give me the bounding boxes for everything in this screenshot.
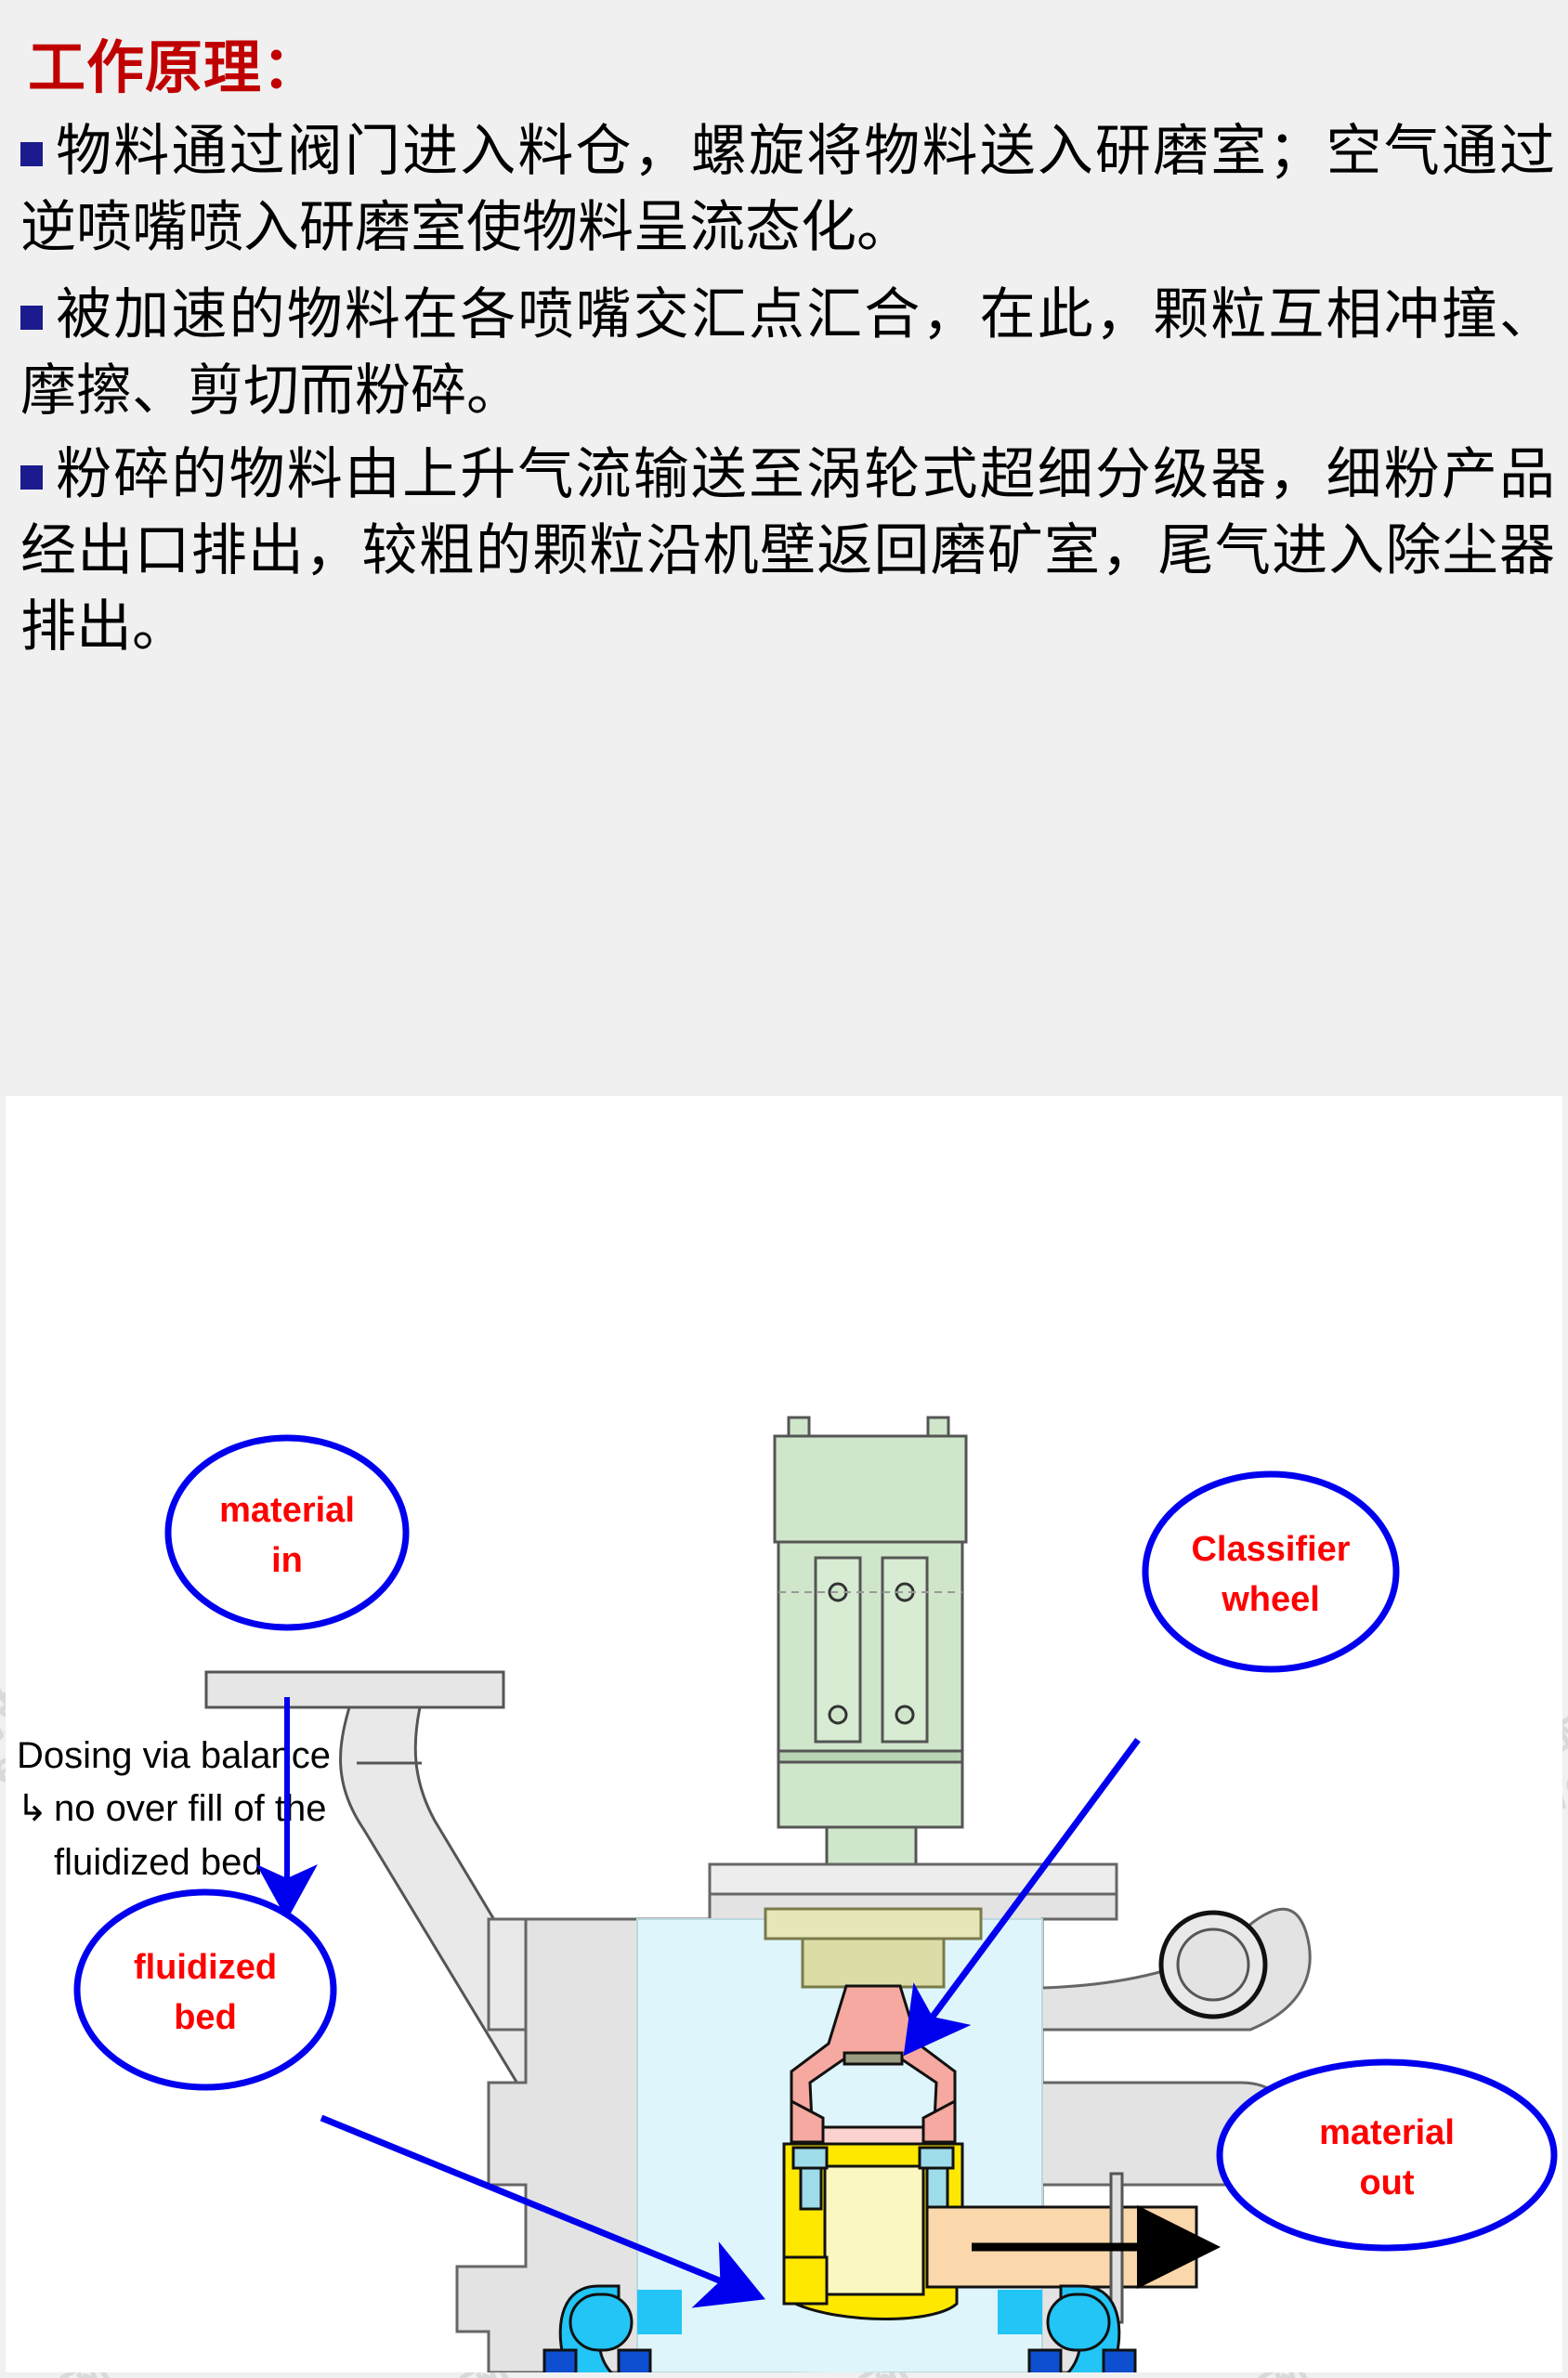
- callout-material-in-line2: in: [271, 1541, 303, 1580]
- callout-classifier-line1: Classifier: [1191, 1530, 1350, 1569]
- note-line-1: Dosing via balance: [17, 1735, 331, 1776]
- paragraph-1-text: 物料通过阀门进入料仓，螺旋将物料送入研磨室；空气通过逆喷嘴喷入研磨室使物料呈流态…: [20, 121, 1555, 258]
- paragraph-2: 被加速的物料在各喷嘴交汇点汇合，在此，颗粒互相冲撞、摩擦、剪切而粉碎。: [20, 277, 1555, 429]
- motor-block: [773, 1416, 968, 1868]
- callout-material-out-line1: material: [1319, 2113, 1455, 2152]
- bullet-square-icon: [20, 142, 43, 166]
- machine-diagram-panel: Dosing via balance ↳ no over fill of the…: [6, 1096, 1562, 2372]
- machine-cross-section: [204, 1416, 1312, 2372]
- nozzle-pipes: [542, 2284, 1137, 2372]
- principle-text-block: 工作原理： 物料通过阀门进入料仓，螺旋将物料送入研磨室；空气通过逆喷嘴喷入研磨室…: [0, 0, 1568, 1096]
- dosing-note: Dosing via balance ↳ no over fill of the…: [17, 1735, 331, 1883]
- callout-classifier-line2: wheel: [1221, 1580, 1320, 1619]
- callout-fluidized-bed[interactable]: fluidized bed: [73, 1888, 765, 2308]
- paragraph-3: 粉碎的物料由上升气流输送至涡轮式超细分级器，细粉产品经出口排出，较粗的颗粒沿机壁…: [20, 437, 1555, 665]
- callout-fluidized-line1: fluidized: [134, 1948, 277, 1987]
- callout-classifier-wheel[interactable]: Classifier wheel: [903, 1470, 1400, 2057]
- callout-material-out[interactable]: material out: [1216, 2058, 1558, 2252]
- bullet-square-icon: [20, 306, 43, 330]
- note-line-2: no over fill of the: [54, 1788, 327, 1829]
- note-line-3: fluidized bed: [54, 1842, 263, 1883]
- paragraph-2-text: 被加速的物料在各喷嘴交汇点汇合，在此，颗粒互相冲撞、摩擦、剪切而粉碎。: [20, 284, 1555, 422]
- paragraph-1: 物料通过阀门进入料仓，螺旋将物料送入研磨室；空气通过逆喷嘴喷入研磨室使物料呈流态…: [20, 113, 1555, 266]
- note-arrow-icon: ↳: [17, 1788, 48, 1829]
- grinding-rotor: [782, 2142, 964, 2320]
- callout-material-in[interactable]: material in: [164, 1434, 410, 1920]
- product-outlet-duct: [925, 2172, 1221, 2324]
- paragraph-3-text: 粉碎的物料由上升气流输送至涡轮式超细分级器，细粉产品经出口排出，较粗的颗粒沿机壁…: [20, 444, 1555, 658]
- callout-material-out-line2: out: [1359, 2163, 1414, 2202]
- page-title: 工作原理：: [28, 37, 321, 100]
- callout-fluidized-line2: bed: [174, 1998, 237, 2037]
- callout-material-in-line1: material: [219, 1491, 355, 1530]
- bullet-square-icon: [20, 465, 43, 490]
